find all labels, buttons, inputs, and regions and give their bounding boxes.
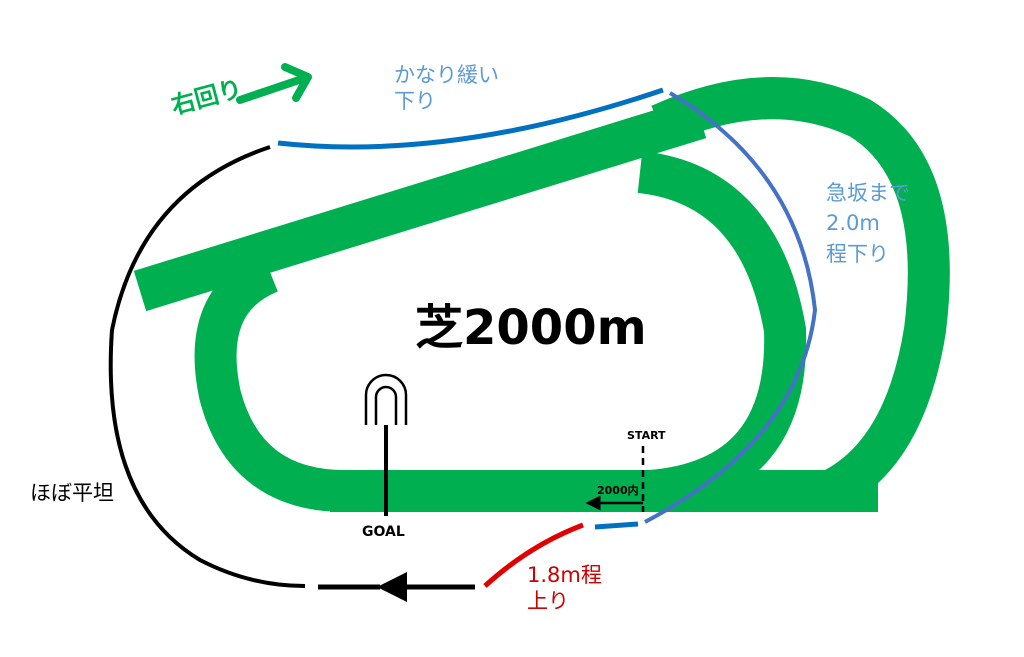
downhill-line <box>644 91 818 524</box>
track-diagonal <box>133 97 707 312</box>
uphill-line <box>483 522 584 588</box>
uphill-label: 1.8m程 上り <box>527 563 602 614</box>
goal-arch-icon <box>364 373 408 425</box>
course-title: 芝2000m <box>415 300 647 356</box>
track-inner-loop <box>637 151 807 512</box>
turf-track <box>133 77 950 512</box>
start-inner-label: 2000内 <box>597 484 639 497</box>
right-turn-arrow-icon <box>236 63 312 104</box>
gentle-downhill-line <box>277 87 664 150</box>
track-outer-loop <box>651 77 950 510</box>
home-turn-label: ほぼ平坦 <box>30 481 114 505</box>
flat-line <box>108 145 306 588</box>
final-downhill-line <box>594 521 639 530</box>
track-left-loop <box>194 252 346 512</box>
backstretch-label: かなり緩い 下り <box>394 63 499 114</box>
start-label: START <box>627 429 666 442</box>
goal-label: GOAL <box>362 524 405 540</box>
far-turn-label: 急坂まで 2.0m 程下り <box>826 181 910 266</box>
